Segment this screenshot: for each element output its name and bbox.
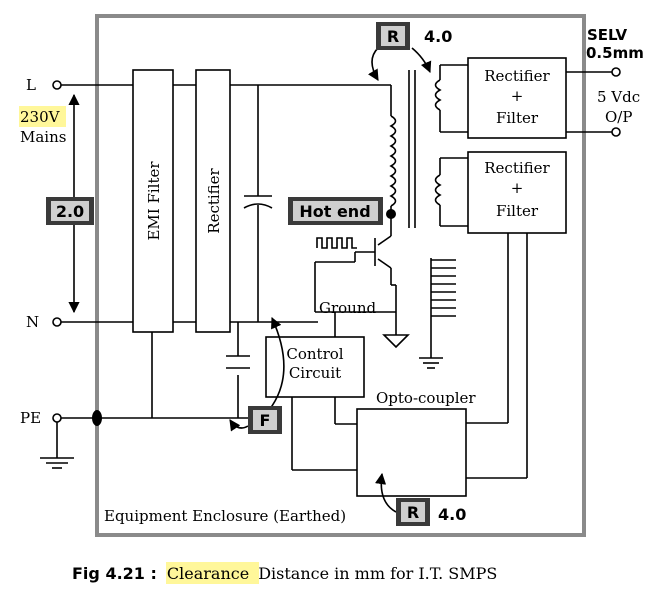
mains-label: Mains [20, 128, 66, 146]
badge-mains-clearance-value: 2.0 [56, 202, 84, 221]
output-line1: 5 Vdc [597, 88, 640, 106]
rf2-line3: Filter [496, 202, 539, 220]
rectifier-filter-2-block [467, 151, 567, 234]
rf1-line1: Rectifier [484, 67, 550, 85]
terminal-l-label: L [26, 76, 36, 94]
rectifier-block [195, 69, 231, 333]
output-terminal-neg [611, 127, 621, 137]
caption-highlight-text: Clearance [167, 564, 249, 583]
badge-r-top: R 4.0 [376, 22, 452, 50]
badge-r-bottom-letter: R [407, 503, 419, 522]
terminal-pe-label: PE [20, 409, 41, 427]
caption-highlight [166, 562, 259, 584]
r-bottom-arrow [375, 472, 397, 513]
r-top-arrow [368, 47, 379, 81]
hot-end-label: Hot end [299, 202, 370, 221]
r-top-arrow-2 [411, 47, 432, 74]
caption-rest: Distance in mm for I.T. SMPS [258, 564, 497, 583]
rf2-line2: + [511, 179, 524, 197]
opto-coupler-block [356, 408, 467, 497]
hot-end-dot [386, 209, 396, 219]
pe-junction-dot [92, 410, 102, 426]
caption-prefix: Fig 4.21 : [72, 564, 157, 583]
opto-coupler-label: Opto-coupler [376, 389, 476, 407]
output-line2: O/P [605, 108, 632, 126]
ground-label: Ground [319, 299, 377, 317]
rf1-line3: Filter [496, 109, 539, 127]
badge-f-letter: F [260, 411, 271, 430]
blocks [132, 57, 567, 497]
badge-r-top-letter: R [387, 27, 399, 46]
mains-voltage-highlight [19, 106, 66, 127]
badge-r-top-value: 4.0 [424, 27, 452, 46]
mains-voltage: 230V [20, 108, 61, 126]
selv-line1: SELV [587, 26, 628, 44]
badge-r-bottom-value: 4.0 [438, 505, 466, 524]
terminal-l [52, 80, 62, 90]
f-arrow-left [229, 419, 249, 432]
enclosure-label: Equipment Enclosure (Earthed) [104, 507, 346, 525]
control-line1: Control [286, 345, 343, 363]
svg-text:Fig 4.21 : Clearance: Fig 4.21 : Clearance Distance in mm for … [72, 564, 497, 583]
equipment-enclosure [95, 14, 586, 537]
terminal-n [52, 317, 62, 327]
badge-f: F [248, 406, 282, 434]
badge-r-bottom: R 4.0 [396, 498, 466, 526]
rf1-line2: + [511, 87, 524, 105]
selv-line2: 0.5mm [586, 44, 644, 62]
terminal-pe [52, 413, 62, 423]
output-terminal-pos [611, 67, 621, 77]
terminal-n-label: N [26, 313, 39, 331]
rectifier-label: Rectifier [205, 167, 223, 233]
figure-caption: Fig 4.21 : Clearance Distance in mm for … [72, 562, 497, 584]
rf2-line1: Rectifier [484, 159, 550, 177]
control-line2: Circuit [289, 364, 341, 382]
badge-hot-end: Hot end [288, 197, 383, 225]
badge-mains-clearance: 2.0 [46, 197, 94, 225]
emi-filter-label: EMI Filter [145, 161, 163, 241]
rectifier-filter-1-block [467, 57, 567, 139]
emi-filter-block [132, 69, 174, 333]
